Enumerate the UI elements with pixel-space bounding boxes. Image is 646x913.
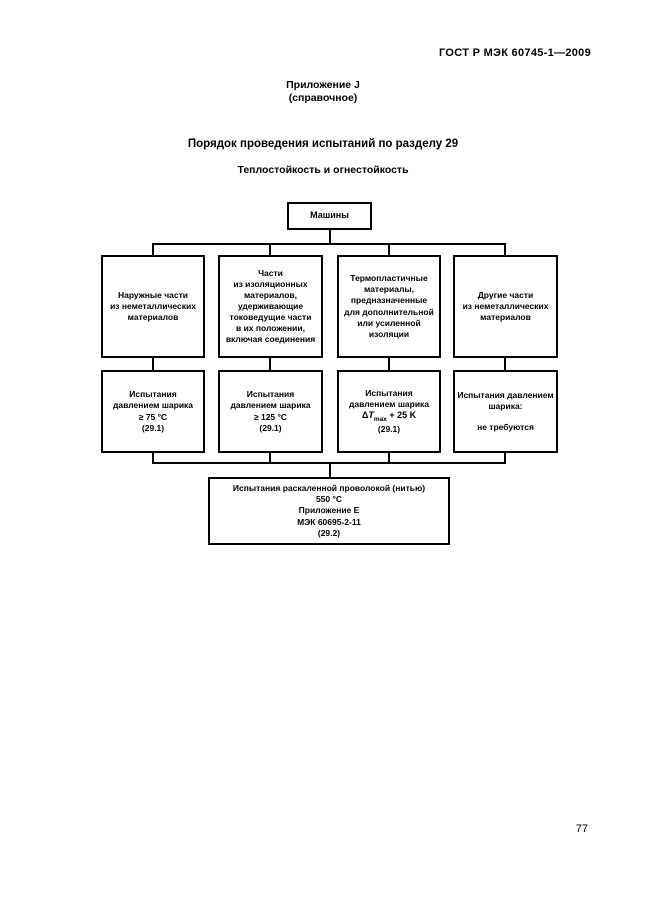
connector-bottom-stub [329,462,331,477]
connector-drop-1 [152,243,154,255]
section-title: Порядок проведения испытаний по разделу … [187,138,459,150]
standard-number: ГОСТ Р МЭК 60745-1—2009 [439,47,591,59]
page-number: 77 [575,823,588,835]
node-label: Наружные части из неметаллических матери… [110,289,196,323]
connector-drop-4 [504,243,506,255]
node-label: Испытания давлением шарика ≥ 125 °С (29.… [230,389,311,433]
node-label: Термопластичные материалы, предназначенн… [344,273,434,339]
connector-top-bar [152,243,506,245]
node-label: Части из изоляционных материалов, удержи… [225,267,316,345]
connector-r2r3-3 [388,358,390,370]
connector-drop-2 [269,243,271,255]
node-other-parts: Другие части из неметаллических материал… [453,255,558,358]
node-label: Испытания давлением шарика ≥ 75 °С (29.1… [112,389,194,433]
node-test-ball-75: Испытания давлением шарика ≥ 75 °С (29.1… [101,370,205,453]
node-test-ball-tmax: Испытания давлением шарика ΔTmax + 25 K … [337,370,441,453]
formula-t: T [368,409,374,420]
connector-r3b-2 [269,453,271,464]
node-glow-wire-test: Испытания раскаленной проволокой (нитью)… [208,477,450,545]
node-label: Машины [310,210,349,221]
connector-r3b-3 [388,453,390,464]
annex-label: Приложение J (справочное) [286,79,360,105]
connector-root-stub [329,230,331,243]
formula-sub: max [373,415,387,423]
node-label: Другие части из неметаллических материал… [462,289,549,323]
clause-ref: (29.1) [377,424,401,435]
node-external-parts: Наружные части из неметаллических матери… [101,255,205,358]
connector-r2r3-1 [152,358,154,370]
connector-r3b-1 [152,453,154,464]
formula-delta: Δ [361,409,369,420]
section-subtitle: Теплостойкость и огнестойкость [237,164,409,176]
node-thermoplastic-materials: Термопластичные материалы, предназначенн… [337,255,441,358]
node-note: не требуются [477,422,534,433]
formula-line: ΔTmax + 25 K [362,410,416,424]
node-test-not-required: Испытания давлением шарика: не требуются [453,370,558,453]
node-label: Испытания давлением шарика: [457,389,554,411]
connector-r2r3-2 [269,358,271,370]
connector-drop-3 [388,243,390,255]
connector-r2r3-4 [504,358,506,370]
node-machines: Машины [287,202,372,230]
node-label: Испытания давлением шарика [348,387,430,409]
node-insulating-parts: Части из изоляционных материалов, удержи… [218,255,323,358]
formula-rest: + 25 K [386,409,417,420]
node-label: Испытания раскаленной проволокой (нитью)… [232,483,426,538]
node-test-ball-125: Испытания давлением шарика ≥ 125 °С (29.… [218,370,323,453]
connector-r3b-4 [504,453,506,464]
